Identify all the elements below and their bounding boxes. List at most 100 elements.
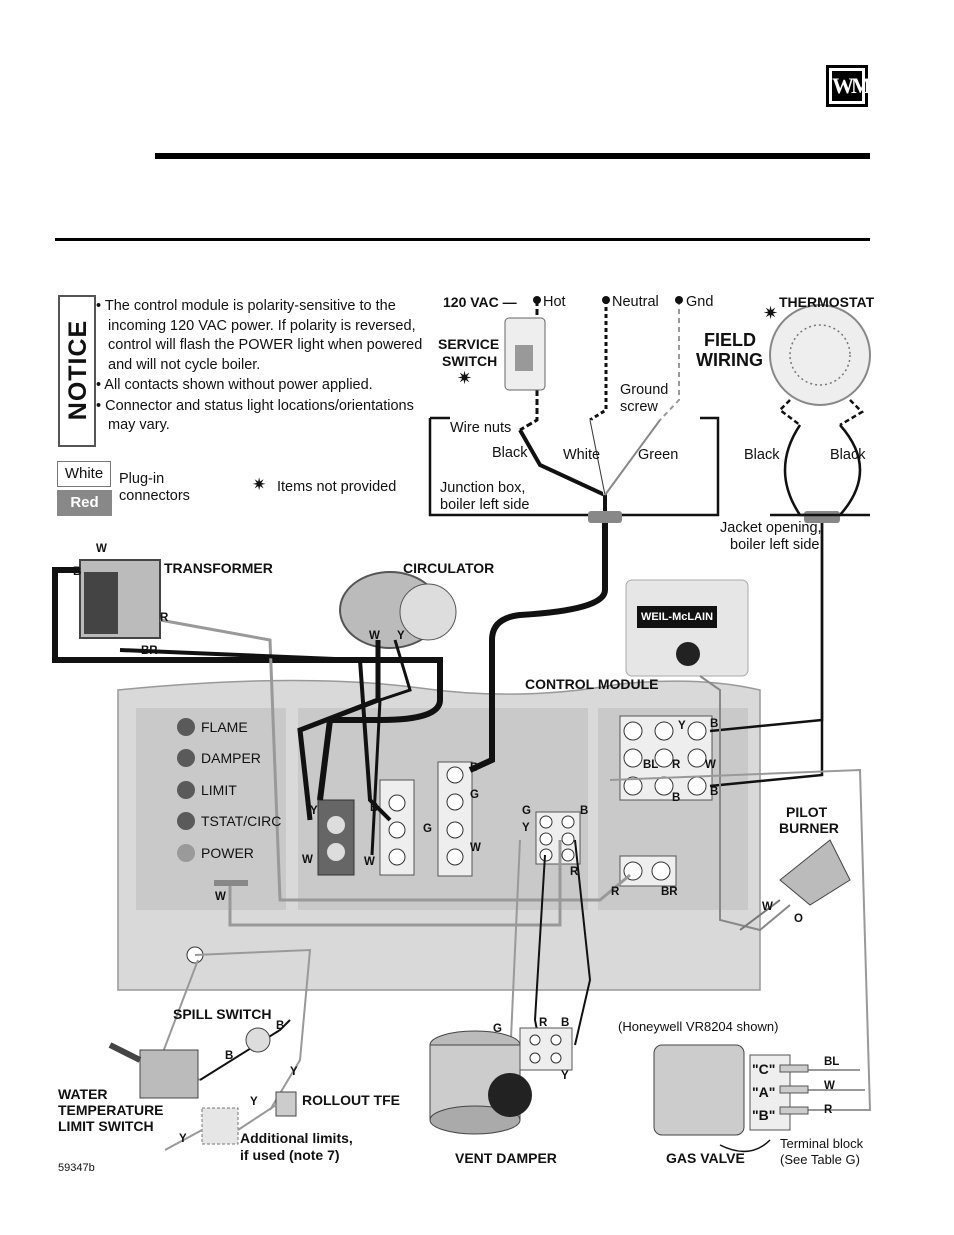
led-flame <box>177 718 195 736</box>
header-rule-thin <box>55 238 870 241</box>
terminal-label-2: (See Table G) <box>780 1152 860 1167</box>
wire-code-fs-w: W <box>215 891 226 903</box>
notice-box: NOTICE <box>58 295 96 447</box>
wire-code-ci-w: W <box>364 856 375 868</box>
connector-transformer <box>317 799 355 876</box>
header-rule-thick <box>155 153 870 159</box>
wire-code-gv-w: W <box>824 1080 835 1092</box>
wire-code-al-y: Y <box>179 1133 187 1145</box>
status-light-power: POWER <box>201 845 254 861</box>
wire-code-t-r: R <box>672 759 681 771</box>
led-power <box>177 844 195 862</box>
legend-red-swatch: Red <box>57 490 112 516</box>
additional-limits-box <box>201 1107 239 1145</box>
wire-code-sp-b: B <box>276 1020 285 1032</box>
wire-code-pb-w: W <box>762 901 773 913</box>
wire-code-vd-b: B <box>561 1017 570 1029</box>
wire-code-t-b3: B <box>710 786 719 798</box>
thermostat-black-left: Black <box>744 447 780 463</box>
water-temp-label-2: TEMPERATURE <box>58 1102 164 1118</box>
wire-code-pb-o: O <box>794 913 803 925</box>
wire-code-d-y: Y <box>522 822 530 834</box>
white-label: White <box>563 447 601 463</box>
wire-code-gv-bl: BL <box>824 1056 840 1068</box>
circulator-label: CIRCULATOR <box>403 560 495 576</box>
legend-white-swatch: White <box>57 461 111 487</box>
additional-label-2: if used (note 7) <box>240 1147 340 1163</box>
terminal-b: "B" <box>752 1107 776 1123</box>
wire-code-tr-w: W <box>302 854 313 866</box>
wire-nuts-label: Wire nuts <box>450 420 512 436</box>
damper-motor <box>488 1073 532 1117</box>
wire-code-pl-r: R <box>611 886 620 898</box>
wire-code-ro-y2: Y <box>250 1096 258 1108</box>
pilot-burner-body <box>779 839 851 906</box>
thermostat-title: THERMOSTAT <box>779 294 875 310</box>
wire-code-gv-r: R <box>824 1104 833 1116</box>
status-light-damper: DAMPER <box>201 750 261 766</box>
star-icon: ✷ <box>252 475 267 494</box>
wire-code-ci-b: B <box>370 802 379 814</box>
reset-knob <box>676 642 700 666</box>
flame-sense-lead <box>214 880 248 886</box>
terminal-c: "C" <box>752 1061 776 1077</box>
terminal-a: "A" <box>752 1084 776 1100</box>
wire-code-pl-br: BR <box>661 886 678 898</box>
water-temp-label-1: WATER <box>58 1086 108 1102</box>
wire-code-sp-b2: B <box>225 1050 234 1062</box>
wire-code-p-w: W <box>470 842 481 854</box>
wire-code-t-b: B <box>710 718 719 730</box>
vac-label: 120 VAC — <box>443 294 517 310</box>
junction-label-1: Junction box, <box>440 480 526 496</box>
service-switch-label-2: SWITCH <box>442 353 498 369</box>
transformer-label: TRANSFORMER <box>164 560 273 576</box>
wire-code-tr-y: Y <box>310 805 318 817</box>
wire-code-t-w: W <box>705 759 716 771</box>
star-icon-thermostat: ✷ <box>763 303 779 323</box>
figure-id: 59347b <box>58 1162 95 1174</box>
hot-label: Hot <box>543 294 566 310</box>
control-module-label: CONTROL MODULE <box>525 676 659 692</box>
legend-plugin-2: connectors <box>119 488 190 504</box>
wire-code-w: W <box>96 543 107 555</box>
gas-valve-body <box>653 1044 745 1136</box>
brand-label: WEIL-McLAIN <box>637 606 717 628</box>
wire-code-vd-g: G <box>493 1023 502 1035</box>
notice-bullet-2: • All contacts shown without power appli… <box>96 377 373 393</box>
field-wiring-label-2: WIRING <box>696 350 763 370</box>
led-damper <box>177 749 195 767</box>
honeywell-label: (Honeywell VR8204 shown) <box>618 1019 779 1034</box>
wire-code-ro-y: Y <box>290 1066 298 1078</box>
weil-mclain-logo: WM <box>826 65 872 107</box>
power-cable <box>468 523 608 773</box>
terminal-label-1: Terminal block <box>780 1136 864 1151</box>
wire-code-vd-r: R <box>539 1017 548 1029</box>
wire-code-p-g: G <box>470 789 479 801</box>
wire-code-d-b: B <box>580 805 589 817</box>
notice-bullet-1: • The control module is polarity-sensiti… <box>96 298 423 373</box>
field-wiring-label-1: FIELD <box>704 330 756 350</box>
damper-plug <box>519 1027 573 1071</box>
legend-plugin-1: Plug-in <box>119 471 165 487</box>
junction-label-2: boiler left side <box>440 497 530 513</box>
pilot-label-1: PILOT <box>786 804 828 820</box>
panel-section-left <box>136 708 286 910</box>
additional-label-1: Additional limits, <box>240 1130 353 1146</box>
bushing-junction <box>588 511 622 523</box>
thermostat-body <box>769 304 871 406</box>
led-limit <box>177 781 195 799</box>
wire-code-t-y: Y <box>678 720 686 732</box>
wire-code-br: BR <box>141 645 158 657</box>
water-temp-label-3: LIMIT SWITCH <box>58 1118 154 1134</box>
control-module-top <box>625 579 749 677</box>
gnd-label: Gnd <box>686 294 714 310</box>
wire-code-circ-y: Y <box>397 630 405 642</box>
vent-damper-label: VENT DAMPER <box>455 1150 557 1166</box>
notice-text: • The control module is polarity-sensiti… <box>96 297 426 437</box>
gas-valve-label: GAS VALVE <box>666 1150 745 1166</box>
spill-switch-body <box>245 1027 271 1053</box>
neutral-label: Neutral <box>612 294 659 310</box>
wire-code-t-bl: BL <box>643 759 659 771</box>
wire-code-circ-w: W <box>369 630 380 642</box>
